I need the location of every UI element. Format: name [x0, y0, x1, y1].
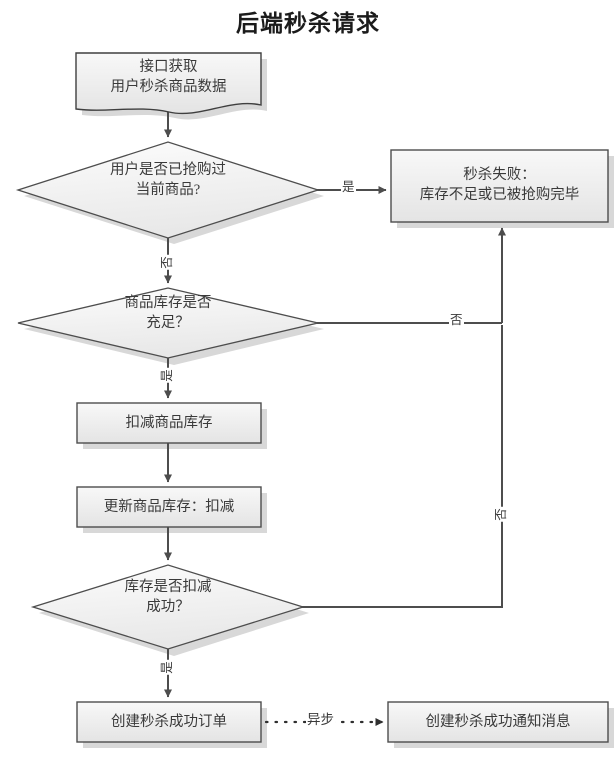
node-decision-deduct-shape — [30, 564, 306, 650]
node-create-notify-shape — [387, 701, 609, 743]
edge-label-bought-yes: 是 — [341, 180, 356, 194]
node-update-stock[interactable] — [77, 487, 261, 527]
node-create-order[interactable] — [77, 702, 261, 742]
node-deduct-stock[interactable] — [77, 403, 261, 443]
node-decision-stock[interactable] — [18, 288, 318, 358]
node-fail[interactable] — [391, 150, 608, 222]
node-deduct-stock-shape — [76, 402, 262, 444]
node-fail-shape — [390, 149, 609, 223]
edge-label-stock-yes: 是 — [159, 368, 174, 383]
node-update-stock-shape — [76, 486, 262, 528]
edge-label-bought-no: 否 — [159, 255, 174, 270]
edge-label-deduct-yes: 是 — [159, 660, 174, 675]
node-create-order-shape — [76, 701, 262, 743]
page-title: 后端秒杀请求 — [236, 11, 380, 36]
node-decision-deduct[interactable] — [33, 565, 303, 649]
node-input-data[interactable] — [76, 53, 261, 113]
node-decision-stock-shape — [17, 287, 319, 359]
edge-label-async: 异步 — [306, 712, 335, 727]
node-create-notify[interactable] — [388, 702, 608, 742]
connectors — [164, 110, 506, 698]
node-input-data-shape — [75, 52, 262, 115]
edge-label-stock-no: 否 — [449, 313, 464, 327]
node-decision-bought-shape — [15, 141, 321, 239]
node-decision-bought[interactable] — [18, 142, 318, 238]
edge-label-deduct-no: 否 — [493, 507, 508, 522]
